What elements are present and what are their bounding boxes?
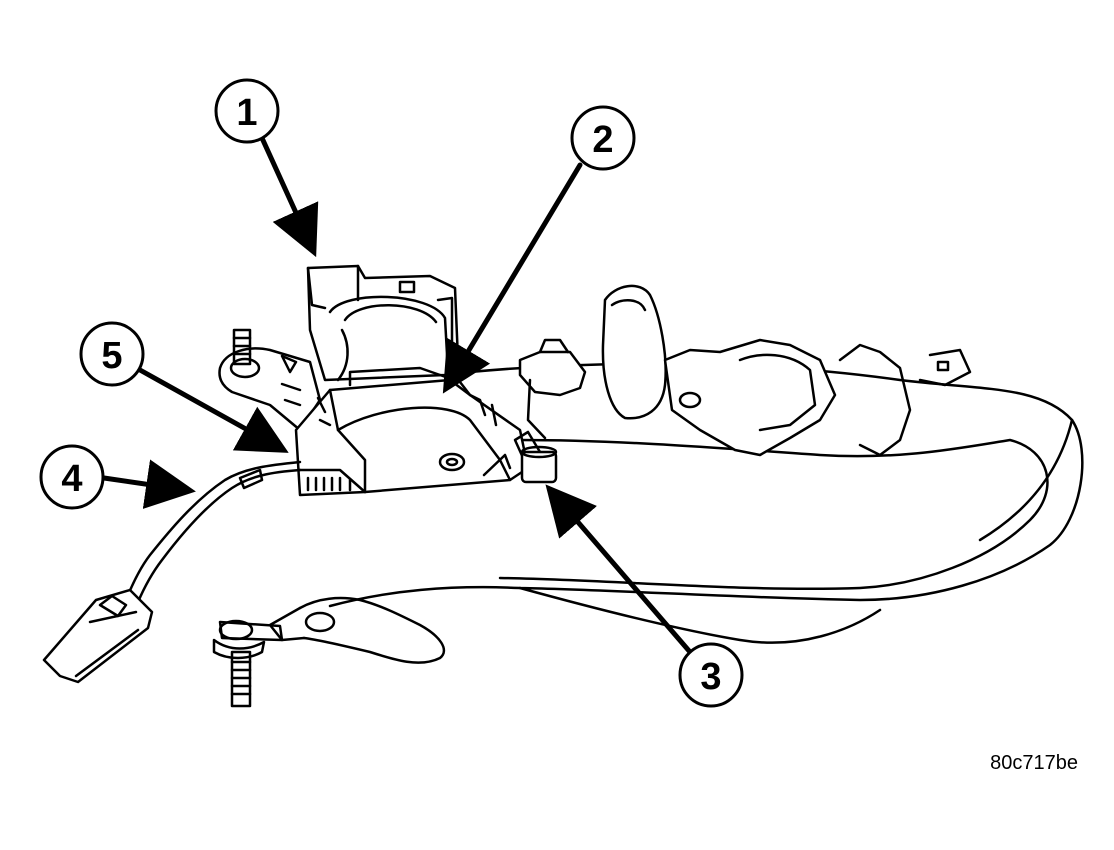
callout-2: 2: [570, 105, 636, 171]
connector-boss: [513, 430, 558, 484]
retractor-lower-housing: [294, 366, 530, 497]
callout-leaders: [101, 135, 693, 655]
upper-anchor-plate: [218, 328, 322, 432]
leader-5: [137, 367, 289, 453]
leader-4: [101, 459, 196, 509]
belt-tongue: [601, 284, 972, 457]
callout-3-label: 3: [700, 656, 721, 698]
callout-5: 5: [79, 321, 145, 387]
webbing-guide: [518, 338, 587, 440]
retractor-upper-housing: [306, 264, 460, 382]
wire-lead: [124, 460, 302, 604]
leader-1: [259, 135, 319, 258]
callout-5-label: 5: [101, 335, 122, 377]
callout-4-label: 4: [61, 458, 82, 500]
figure-code: 80c717be: [990, 752, 1078, 774]
lower-anchor-bolt: [212, 596, 446, 708]
leader-2: [442, 162, 583, 394]
callout-3: 3: [678, 642, 744, 708]
callout-4: 4: [39, 444, 105, 510]
callout-1-label: 1: [236, 92, 257, 134]
leader-3: [545, 484, 693, 655]
wire-connector-plug: [42, 588, 154, 684]
callout-1: 1: [214, 78, 280, 144]
callout-2-label: 2: [592, 119, 613, 161]
